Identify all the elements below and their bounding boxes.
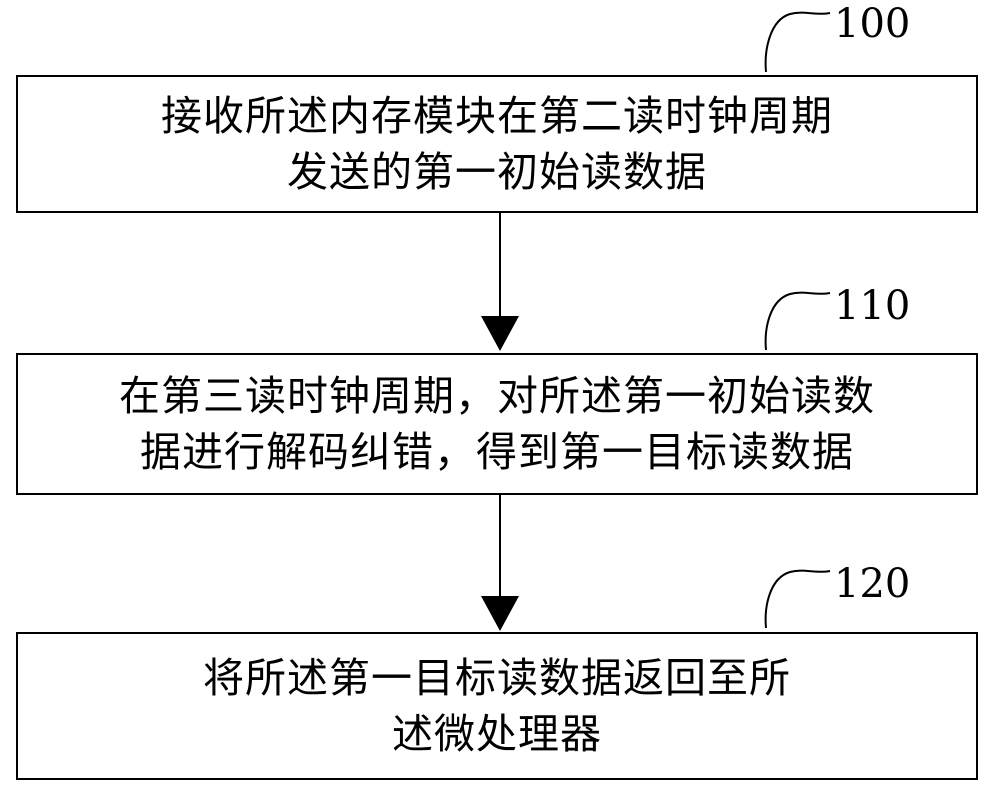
- step-box-100: 接收所述内存模块在第二读时钟周期 发送的第一初始读数据: [16, 75, 978, 213]
- leader-curve-120: [764, 569, 831, 629]
- step-box-110: 在第三读时钟周期，对所述第一初始读数 据进行解码纠错，得到第一目标读数据: [16, 353, 978, 495]
- step-box-120: 将所述第一目标读数据返回至所 述微处理器: [16, 632, 978, 780]
- step-label-120: 120: [834, 561, 911, 607]
- step-100-text-line-1: 接收所述内存模块在第二读时钟周期: [161, 92, 833, 140]
- step-120-text-line-2: 述微处理器: [392, 710, 602, 758]
- leader-curve-100: [764, 11, 831, 73]
- leader-curve-110: [764, 291, 831, 351]
- step-110-text-line-2: 据进行解码纠错，得到第一目标读数据: [140, 428, 854, 476]
- step-100-text-line-2: 发送的第一初始读数据: [287, 148, 707, 196]
- arrow-head-100-110: [481, 316, 519, 351]
- step-label-110: 110: [834, 283, 911, 329]
- step-label-100: 100: [834, 1, 911, 47]
- step-110-text-line-1: 在第三读时钟周期，对所述第一初始读数: [119, 372, 875, 420]
- step-120-text-line-1: 将所述第一目标读数据返回至所: [203, 654, 791, 702]
- arrow-head-110-120: [481, 596, 519, 631]
